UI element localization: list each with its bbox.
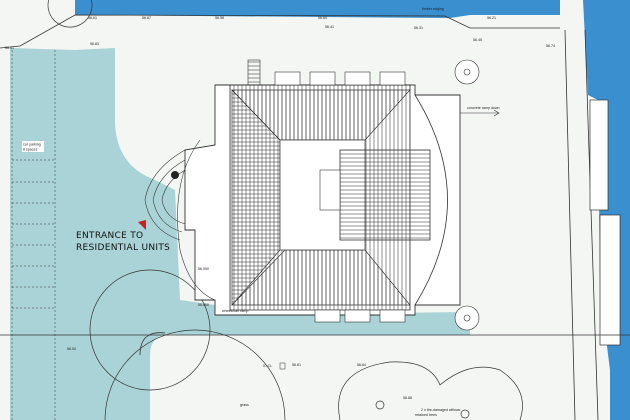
svg-text:56.88: 56.88 <box>403 396 412 400</box>
paving-strip <box>125 345 150 420</box>
tree-canopies <box>47 0 523 420</box>
svg-text:56.21: 56.21 <box>487 16 496 20</box>
path-edge <box>564 29 576 420</box>
trees-label: 2 x fire-damaged willows <box>421 408 461 412</box>
svg-text:56.45: 56.45 <box>473 38 482 42</box>
inspection-label: IC CL <box>263 364 272 368</box>
spot-levels: 56.41 56.61 56.87 56.58 56.64 56.41 56.2… <box>5 16 555 400</box>
svg-text:56.00: 56.00 <box>67 347 76 351</box>
path-edge <box>584 29 599 420</box>
entrance-label: RESIDENTIAL UNITS <box>76 243 170 253</box>
river-edge-label: timber edging <box>422 7 444 11</box>
parking-label-bg <box>22 141 44 152</box>
wheelchair-ramp-label: wheelchair ramp <box>222 309 248 313</box>
svg-text:56.31: 56.31 <box>414 26 423 30</box>
svg-text:56.74: 56.74 <box>546 44 555 48</box>
parking-label: car parking <box>23 143 41 147</box>
river-water <box>75 0 560 18</box>
feature-plant <box>171 171 179 179</box>
svg-text:56.64: 56.64 <box>318 16 327 20</box>
trees-label: retained trees <box>415 413 437 417</box>
spiral-stair <box>454 59 480 331</box>
svg-text:56.61: 56.61 <box>88 16 97 20</box>
svg-text:56.050: 56.050 <box>198 267 209 271</box>
grass-label: grass <box>240 403 249 407</box>
parking-bays <box>11 50 56 420</box>
jetty <box>599 214 621 346</box>
svg-text:56.41: 56.41 <box>325 25 334 29</box>
entrance-label: ENTRANCE TO <box>76 231 143 241</box>
svg-text:56.64: 56.64 <box>357 363 366 367</box>
site-boundary <box>0 14 560 49</box>
svg-text:56.050: 56.050 <box>198 303 209 307</box>
parking-label: 8 spaces <box>23 148 38 152</box>
svg-text:56.83: 56.83 <box>90 42 99 46</box>
ramp-down-label: concrete ramp down <box>467 106 500 110</box>
svg-text:56.58: 56.58 <box>215 16 224 20</box>
svg-text:56.41: 56.41 <box>5 46 14 50</box>
parking-paving <box>10 48 470 420</box>
building <box>184 59 461 323</box>
svg-text:56.61: 56.61 <box>292 363 301 367</box>
svg-text:56.87: 56.87 <box>142 16 151 20</box>
entrance-marker-icon <box>138 220 146 230</box>
jetty <box>589 99 609 211</box>
